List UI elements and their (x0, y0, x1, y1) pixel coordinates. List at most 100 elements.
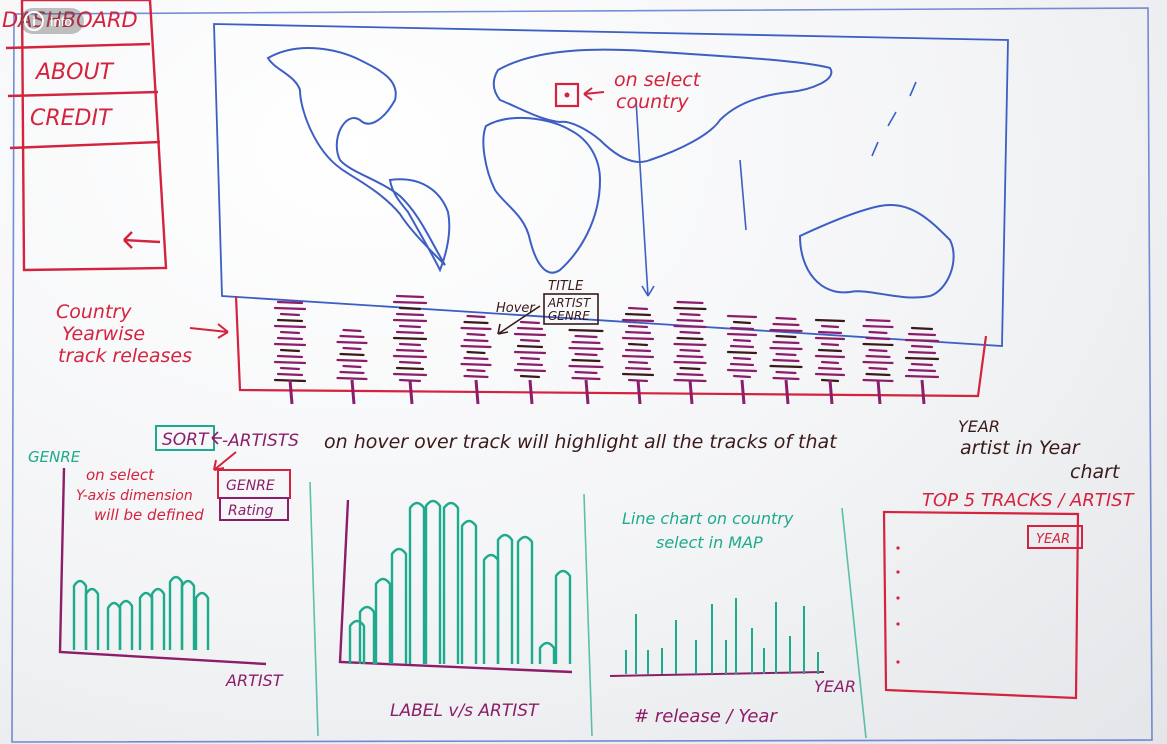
chart2-caption: LABEL v/s ARTIST (390, 701, 540, 721)
sort-button[interactable]: SORT (162, 430, 210, 450)
hover-note-line1-end: artist in Year (960, 437, 1081, 459)
track-column[interactable] (862, 318, 894, 405)
chart2-bar[interactable] (374, 577, 392, 664)
chart2-bar[interactable] (482, 553, 500, 664)
eurasia-outline (492, 48, 833, 163)
chart1-bar[interactable] (72, 579, 88, 650)
map-annotation-line1: on select (614, 69, 702, 91)
tooltip-title: TITLE (548, 279, 584, 294)
chart4-frame (882, 510, 1080, 700)
chart1-note-line1: on select (86, 466, 155, 484)
chart1-axes (58, 467, 267, 666)
tooltip-artist: ARTIST (547, 296, 592, 310)
chart1-bar[interactable] (118, 599, 134, 650)
nav-item-about[interactable]: ABOUT (34, 60, 115, 85)
year-button[interactable]: YEAR (1036, 532, 1070, 547)
track-column[interactable] (336, 328, 368, 405)
track-column[interactable] (273, 300, 307, 405)
chart2-bar[interactable] (496, 533, 514, 664)
chart1-dropdown-arrow-icon (213, 451, 237, 471)
hover-arrow-icon (497, 305, 541, 335)
chart2-bar[interactable] (424, 499, 442, 664)
chart1-corner-label: GENRE (28, 448, 81, 466)
chart2-bar[interactable] (538, 641, 556, 664)
track-column[interactable] (460, 314, 492, 405)
track-column[interactable] (904, 326, 940, 405)
back-arrow-icon[interactable] (123, 231, 161, 249)
divider-2 (583, 493, 593, 737)
chart1-bar[interactable] (194, 591, 210, 650)
sort-arrow-icon (211, 431, 222, 445)
info-icon: i (24, 11, 44, 31)
track-releases-frame (234, 295, 988, 398)
hover-note-line2: chart (1070, 461, 1121, 483)
track-column[interactable] (673, 300, 707, 405)
track-columns[interactable] (273, 294, 940, 405)
nav-item-credit[interactable]: CREDIT (30, 106, 113, 131)
rating-option-frame (219, 497, 289, 521)
hover-note-line1: on hover over track will highlight all t… (324, 431, 838, 453)
chart1-bar[interactable] (106, 601, 122, 650)
chart1-bar[interactable] (168, 575, 184, 650)
chart3-lines[interactable] (625, 598, 819, 674)
south-america-outline (388, 178, 451, 273)
rating-option[interactable]: Rating (228, 503, 274, 519)
tooltip-genre: GENRE (548, 309, 590, 323)
track-column[interactable] (769, 316, 803, 405)
year-button-frame (1027, 525, 1083, 549)
track-column[interactable] (814, 318, 846, 405)
selected-country-dot (564, 92, 570, 98)
chart2-axes (338, 499, 573, 674)
chart3-caption: # release / Year (634, 706, 778, 727)
chart2-bar[interactable] (554, 569, 572, 664)
info-label: Info (50, 13, 72, 29)
chart2-bar[interactable] (516, 535, 534, 664)
chart1-bar[interactable] (84, 587, 100, 650)
outer-frame (11, 7, 1153, 743)
chart3-xlabel: YEAR (814, 677, 856, 696)
tooltip-box (543, 293, 599, 325)
chart4-title: TOP 5 TRACKS / ARTIST (922, 490, 1136, 511)
australia-outline (798, 203, 955, 299)
artists-label: -ARTISTS (222, 431, 299, 451)
track-column[interactable] (621, 306, 655, 405)
chart2-bar[interactable] (442, 501, 460, 664)
chart1-bar[interactable] (180, 579, 196, 650)
divider-1 (309, 481, 319, 737)
track-column[interactable] (726, 314, 758, 405)
chart1-note-line3: will be defined (94, 506, 204, 524)
tracks-side-label-line1: Country (56, 301, 132, 323)
chart1-bar[interactable] (150, 587, 166, 650)
world-map[interactable] (213, 23, 1009, 347)
selected-country-marker[interactable] (554, 82, 580, 108)
chart3-title-line1: Line chart on country (622, 509, 794, 528)
chart2-bar[interactable] (348, 619, 366, 664)
tracks-side-label-line2: Yearwise (62, 323, 145, 345)
chart1-note-line2: Y-axis dimension (76, 488, 193, 504)
chart4-dot-list (896, 546, 900, 664)
chart3-axis (609, 671, 825, 677)
chart3-title-line2: select in MAP (656, 533, 763, 552)
track-column[interactable] (568, 328, 604, 405)
genre-option[interactable]: GENRE (226, 478, 275, 494)
chart2-bar[interactable] (460, 519, 478, 664)
chart1-xlabel: ARTIST (225, 671, 284, 690)
chart2-bar[interactable] (358, 605, 376, 664)
tracks-side-label-line3: track releases (58, 345, 192, 367)
chart2-bars[interactable] (348, 499, 572, 664)
africa-outline (482, 116, 602, 274)
divider-3 (841, 507, 867, 739)
chart2-bar[interactable] (408, 501, 426, 664)
track-column[interactable] (392, 294, 428, 405)
side-arrow-icon (189, 323, 229, 339)
info-badge[interactable]: i Info (20, 8, 84, 34)
hover-label: Hover (496, 301, 536, 316)
nav-panel (5, 0, 168, 272)
chart2-bar[interactable] (390, 547, 408, 664)
chart1-bar[interactable] (138, 591, 154, 650)
map-annotation-line2: country (616, 91, 689, 113)
north-america-outline (266, 47, 446, 266)
track-column[interactable] (513, 320, 547, 405)
chart1-bars[interactable] (72, 575, 210, 650)
